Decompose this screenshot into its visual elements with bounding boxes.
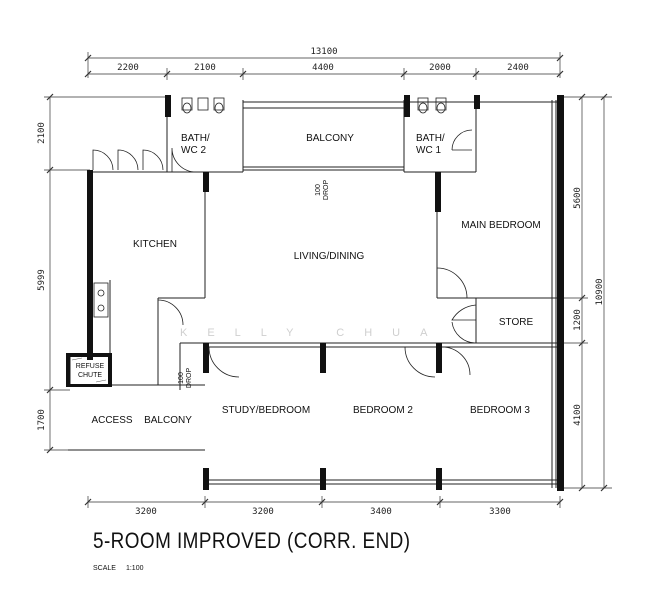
dim-top-5: 2400 — [507, 63, 529, 73]
bath-wc-2-label-line2: WC 2 — [181, 145, 206, 156]
store-label: STORE — [499, 317, 534, 328]
balcony-label: BALCONY — [306, 133, 354, 144]
dim-overall-depth: 10900 — [595, 278, 605, 305]
thick-walls — [66, 95, 564, 491]
dim-top-1: 2200 — [117, 63, 139, 73]
drop-top-label: DROP — [323, 180, 330, 201]
scale-value: 1:100 — [125, 565, 144, 572]
drop-top-value: 100 — [315, 184, 322, 196]
dim-right-3: 4100 — [573, 404, 583, 426]
scale-label: SCALE — [93, 565, 116, 572]
dim-bottom-4: 3300 — [489, 507, 511, 517]
refuse-chute-label-line2: CHUTE — [78, 372, 102, 379]
bath-wc-1-label-line1: BATH/ — [416, 133, 445, 144]
dim-top-4: 2000 — [429, 63, 451, 73]
dim-top-2: 2100 — [194, 63, 216, 73]
bath-wc-1-label-line2: WC 1 — [416, 145, 441, 156]
main-bedroom-label: MAIN BEDROOM — [461, 220, 540, 231]
dimension-ticks — [46, 54, 608, 506]
doors — [92, 129, 477, 378]
kitchen-label: KITCHEN — [133, 239, 177, 250]
access-balcony-label: BALCONY — [144, 415, 192, 426]
fixtures — [93, 97, 447, 318]
bath-wc-2-label-line1: BATH/ — [181, 133, 210, 144]
drop-bottom-label: DROP — [186, 368, 193, 389]
living-dining-label: LIVING/DINING — [294, 251, 365, 262]
watermark: KELLY CHUA — [180, 327, 447, 339]
dim-left-2: 5999 — [37, 269, 47, 291]
study-bedroom-label: STUDY/BEDROOM — [222, 405, 310, 416]
dim-right-1: 5600 — [573, 187, 583, 209]
dim-top-3: 4400 — [312, 63, 334, 73]
plan-title: 5-ROOM IMPROVED (CORR. END) — [93, 528, 411, 553]
access-label: ACCESS — [91, 415, 132, 426]
bedroom-3-label: BEDROOM 3 — [470, 405, 530, 416]
refuse-chute-hatch — [71, 357, 107, 383]
refuse-chute-label-line1: REFUSE — [76, 363, 105, 370]
dim-bottom-1: 3200 — [135, 507, 157, 517]
dim-overall-width: 13100 — [310, 47, 337, 57]
dim-bottom-3: 3400 — [370, 507, 392, 517]
interior-lines — [68, 100, 560, 488]
dimension-lines — [44, 52, 612, 508]
drop-bottom-value: 100 — [178, 372, 185, 384]
scale-note: SCALE 1:100 — [93, 565, 144, 572]
dim-bottom-2: 3200 — [252, 507, 274, 517]
dim-right-2: 1200 — [573, 309, 583, 331]
dim-left-3: 1700 — [37, 409, 47, 431]
bedroom-2-label: BEDROOM 2 — [353, 405, 413, 416]
dim-left-1: 2100 — [37, 122, 47, 144]
